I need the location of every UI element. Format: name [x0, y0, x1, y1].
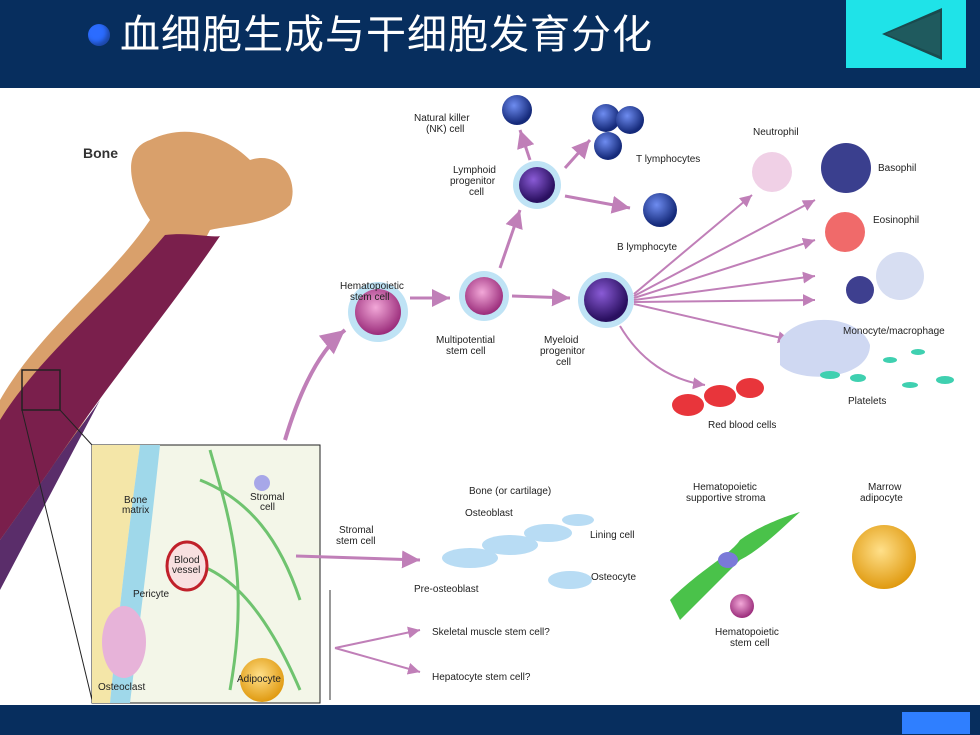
nk-label: Natural killer — [414, 113, 470, 124]
osteoblast-cells — [442, 514, 594, 589]
lymphoid-label: cell — [469, 187, 484, 198]
adipocyte-label: Adipocyte — [237, 674, 281, 685]
lymphoid-label: progenitor — [450, 176, 496, 187]
supportive-stroma-cell — [670, 512, 800, 620]
neutrophil-label: Neutrophil — [753, 127, 799, 138]
back-triangle-icon — [882, 8, 942, 60]
hsc-small-label: stem cell — [730, 638, 769, 649]
zoom-box — [21, 369, 61, 411]
slide-title: 血细胞生成与干细胞发育分化 — [120, 12, 653, 58]
supportive-stroma-label: supportive stroma — [686, 493, 766, 504]
footer-nav-button[interactable] — [902, 712, 970, 734]
pericyte-label: Pericyte — [133, 589, 170, 600]
nk-label: (NK) cell — [426, 124, 464, 135]
macrophage-cell — [780, 319, 870, 377]
monocyte-cell — [876, 252, 924, 300]
red-blood-cells — [672, 378, 764, 416]
slide-footer — [0, 705, 980, 735]
marrow-adipocyte-label: Marrow — [868, 482, 902, 493]
zoom-line — [59, 409, 93, 446]
platelets-label: Platelets — [848, 396, 886, 407]
nk-cell — [502, 95, 532, 125]
zoom-line — [21, 409, 93, 701]
b-lymphocyte-label: B lymphocyte — [617, 242, 677, 253]
platelets-cells — [820, 349, 954, 388]
neutrophil-cell — [752, 152, 792, 192]
multipotential-label: stem cell — [446, 346, 485, 357]
t-lymphocyte-cells — [592, 104, 644, 160]
b-lymphocyte-cell — [643, 193, 677, 227]
eosinophil-label: Eosinophil — [873, 215, 919, 226]
blood-vessel-label: Blood — [174, 555, 200, 566]
slide-header: 血细胞生成与干细胞发育分化 — [0, 0, 980, 88]
myeloid-label: progenitor — [540, 346, 586, 357]
stromal-cell-label: cell — [260, 502, 275, 513]
hsc-small-label: Hematopoietic — [715, 627, 779, 638]
lymphoid-label: Lymphoid — [453, 165, 496, 176]
t-lymphocyte-label: T lymphocytes — [636, 154, 700, 165]
stromal-cell-label: Stromal — [250, 492, 284, 503]
bone-matrix-label: Bone — [124, 495, 148, 506]
bone-shape — [0, 131, 293, 590]
back-button[interactable] — [846, 0, 966, 68]
myeloid-label: Myeloid — [544, 335, 578, 346]
multipotential-label: Multipotential — [436, 335, 495, 346]
rbc-label: Red blood cells — [708, 420, 776, 431]
stromal-stem-label: stem cell — [336, 536, 375, 547]
hsc-label: stem cell — [350, 292, 389, 303]
bone-cartilage-label: Bone (or cartilage) — [469, 486, 551, 497]
skeletal-muscle-label: Skeletal muscle stem cell? — [432, 627, 550, 638]
bone-label: Bone — [83, 145, 118, 161]
bullet-dot-icon — [88, 24, 110, 46]
osteoclast-label: Osteoclast — [98, 682, 145, 693]
hsc-small-cell — [730, 594, 754, 618]
eosinophil-cell — [825, 212, 865, 252]
diagram-svg: Bone Bone matrix Stromal cell Blood vess… — [0, 95, 954, 704]
marrow-adipocyte-label: adipocyte — [860, 493, 903, 504]
bone-matrix-label: matrix — [122, 505, 149, 516]
stromal-stem-label: Stromal — [339, 525, 373, 536]
osteocyte-label: Osteocyte — [591, 572, 636, 583]
hepatocyte-label: Hepatocyte stem cell? — [432, 672, 531, 683]
hsc-label: Hematopoietic — [340, 281, 404, 292]
myeloid-label: cell — [556, 357, 571, 368]
lining-cell-label: Lining cell — [590, 530, 634, 541]
marrow-adipocyte-cell — [852, 525, 916, 589]
pre-osteoblast-label: Pre-osteoblast — [414, 584, 479, 595]
supportive-stroma-label: Hematopoietic — [693, 482, 757, 493]
basophil-cell — [821, 143, 871, 193]
monocyte-label: Monocyte/macrophage — [843, 326, 945, 337]
myeloid-arrows — [619, 194, 816, 390]
osteoblast-label: Osteoblast — [465, 508, 513, 519]
bone-marrow-inset — [91, 444, 321, 704]
basophil-label: Basophil — [878, 163, 916, 174]
blood-vessel-label: vessel — [172, 565, 200, 576]
hematopoiesis-illustration: Bone Bone matrix Stromal cell Blood vess… — [0, 88, 980, 705]
